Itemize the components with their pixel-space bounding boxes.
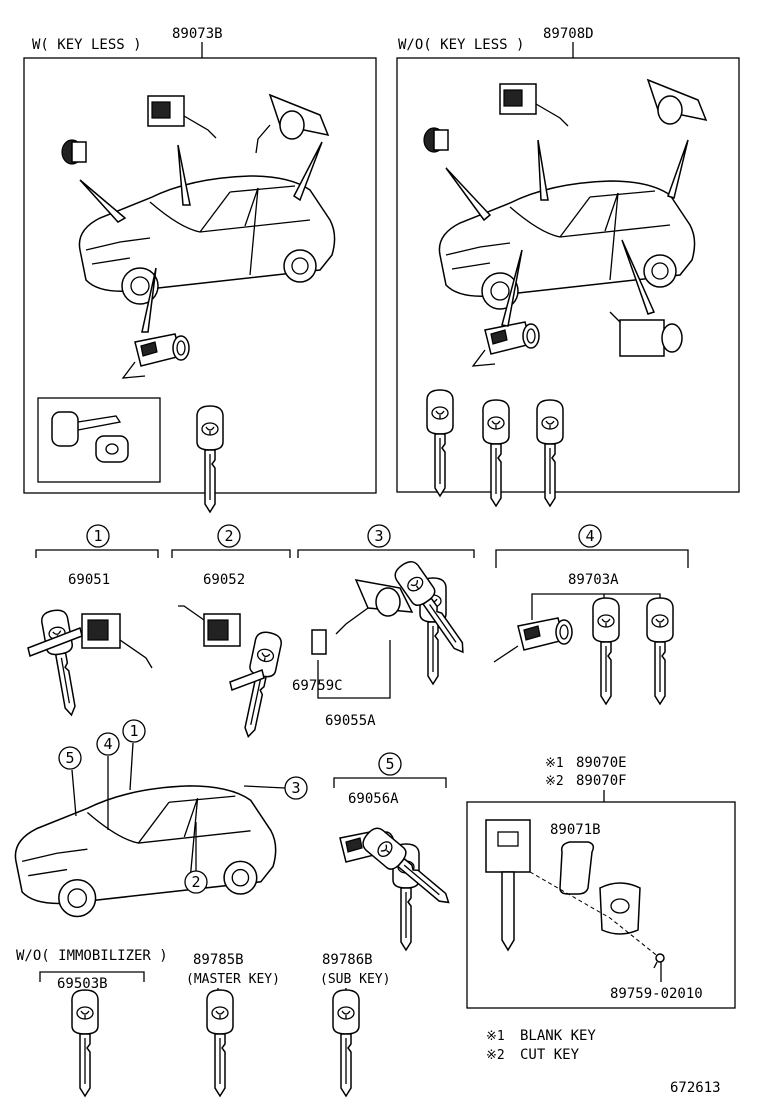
no-keyless-set-part: 89708D [543,26,594,42]
group-1-number: 1 [93,527,102,545]
transmitter-module [599,882,641,935]
group-2: 2 69052 [171,524,291,588]
no-keyless-door-cylinder-left [423,127,449,153]
svg-text:2: 2 [191,873,200,891]
part-89703A-illustration [493,597,674,705]
group-5-number: 5 [385,755,394,773]
sub-key-label: (SUB KEY) [320,972,390,987]
no-keyless-ignition-cylinder [471,321,540,367]
car-callout-1: 1 [122,719,146,791]
svg-text:3: 3 [291,779,300,797]
blank-key-part: 89070E [576,755,627,771]
sub-key-part: 89786B [322,952,373,968]
keyless-door-cylinder-left [61,139,87,165]
legend-text-2: CUT KEY [520,1047,580,1063]
keyless-title: W( KEY LESS ) [32,37,142,53]
car-callout-3: 3 [243,776,308,800]
master-key [206,989,234,1097]
group-1: 1 69051 [35,524,159,588]
no-keyless-key-2 [482,399,510,507]
transmitter-inset [37,397,161,483]
immobilizer-part: 69503B [57,976,108,992]
cut-key-part: 89070F [576,773,627,789]
immobilizer-title: W/O( IMMOBILIZER ) [16,948,168,964]
cover-part: 89071B [550,822,601,838]
keyless-key [196,405,224,513]
no-keyless-right-door-cylinder [609,311,683,357]
master-key-label: (MASTER KEY) [186,972,280,987]
group-3-part: 69055A [325,713,376,729]
arrow [621,239,656,315]
arrow [293,141,323,202]
group-2-part: 69052 [203,572,245,588]
keyless-door-cylinder-right [147,95,217,139]
part-69052-illustration [178,605,284,741]
no-keyless-car-illustration [438,180,696,310]
no-keyless-title: W/O( KEY LESS ) [398,37,524,53]
legend-text-1: BLANK KEY [520,1028,596,1044]
legend-mark-1: ※1 [486,1029,505,1044]
legend-mark-2: ※2 [486,1048,505,1063]
svg-text:5: 5 [65,749,74,767]
no-keyless-key-1 [426,389,454,497]
part-69055A-illustration [311,556,475,685]
car-callout-2: 2 [184,822,208,894]
immobilizer-key [71,989,99,1097]
group-2-number: 2 [224,527,233,545]
group-3: 3 69759C 69055A [292,524,475,729]
arrow [667,139,689,199]
keyless-set-part: 89073B [172,26,223,42]
key-cover [559,841,595,895]
keyless-key-blank [51,411,122,447]
no-keyless-back-door-cylinder [646,78,708,125]
callout-car-illustration [14,785,277,918]
no-keyless-box [396,57,740,493]
svg-text:1: 1 [129,722,138,740]
no-keyless-key-3 [536,399,564,507]
keyless-transmitter [95,435,129,463]
legend: ※1 BLANK KEY ※2 CUT KEY [486,1028,596,1063]
group-4-number: 4 [585,527,594,545]
key-blank-body [485,819,531,952]
figure-number: 672613 [670,1080,721,1096]
keyless-box [23,57,377,494]
arrow [537,139,549,201]
keyless-back-door-cylinder [255,93,330,154]
part-69051-illustration [27,607,153,719]
group-5: 5 69056A [333,752,458,951]
arrow [79,179,127,223]
group-4: 4 89703A [495,524,689,620]
arrow [501,249,523,327]
group-5-part: 69056A [348,791,399,807]
car-callout-4: 4 [96,732,120,830]
screw-part: 89759-02010 [610,986,703,1002]
no-keyless-door-cylinder-mid [499,83,569,127]
keys-section: ※1 89070E ※2 89070F 89071B 89759-02010 [466,755,736,1009]
master-key-part: 89785B [193,952,244,968]
keyless-ignition-cylinder [121,333,190,379]
car-callout-5: 5 [58,746,82,817]
arrow [445,167,492,222]
group-3-number: 3 [374,527,383,545]
group-3-sub-part: 69759C [292,678,343,694]
group-4-part: 89703A [568,572,619,588]
group-1-part: 69051 [68,572,110,588]
immobilizer-section: W/O( IMMOBILIZER ) 69503B 89785B (MASTER… [16,948,390,1097]
svg-text:4: 4 [103,735,112,753]
arrow [141,267,157,333]
key-mark-1: ※1 [545,756,564,771]
arrow [177,144,191,206]
screw [653,953,665,969]
key-mark-2: ※2 [545,774,564,789]
sub-key [332,989,360,1097]
